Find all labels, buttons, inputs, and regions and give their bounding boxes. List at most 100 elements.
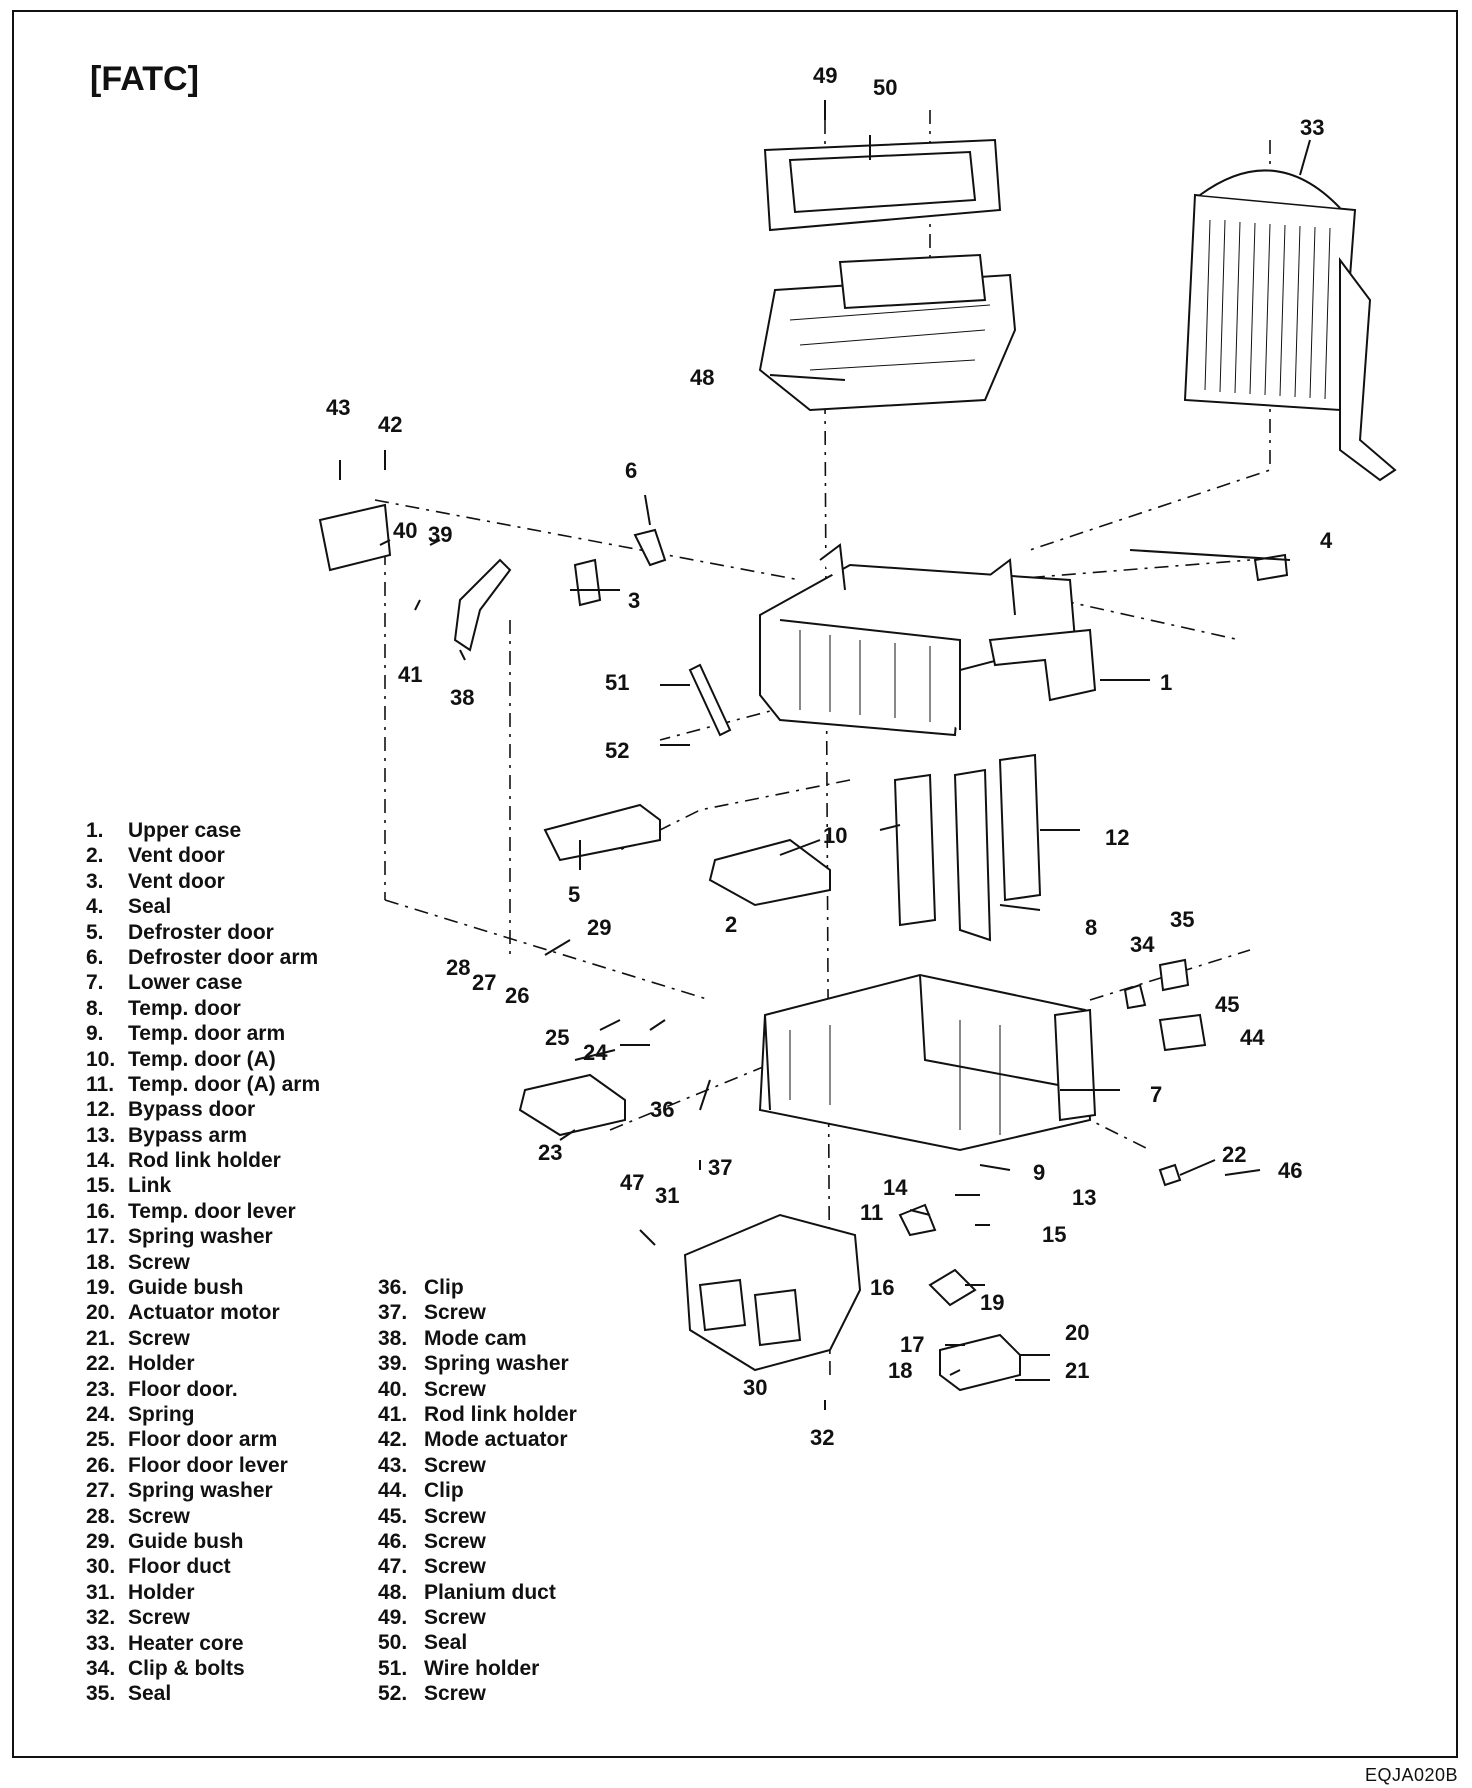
legend-item-number: 7. (86, 971, 104, 995)
legend-item: 51.Wire holder (378, 1656, 577, 1681)
callout-27: 27 (472, 970, 496, 995)
legend-item-number: 31. (86, 1580, 116, 1604)
diagram-title: [FATC] (90, 60, 199, 98)
callout-51: 51 (605, 670, 629, 695)
legend-item-number: 41. (378, 1402, 408, 1426)
callout-41: 41 (398, 662, 422, 687)
legend-item-label: Mode actuator (424, 1428, 568, 1452)
callout-8: 8 (1085, 915, 1097, 940)
callout-43: 43 (326, 395, 350, 420)
legend-item: 38.Mode cam (378, 1326, 577, 1351)
legend-item-number: 51. (378, 1656, 408, 1680)
legend-item: 31.Holder (86, 1580, 320, 1605)
mode-actuator-part (318, 503, 732, 737)
legend-item-number: 40. (378, 1377, 408, 1401)
legend-item: 27.Spring washer (86, 1478, 320, 1503)
legend-item: 48.Planium duct (378, 1580, 577, 1605)
legend-item-number: 24. (86, 1402, 116, 1426)
legend-item: 16. Temp. door lever (86, 1199, 320, 1224)
callout-47: 47 (620, 1170, 644, 1195)
callout-49: 49 (813, 63, 837, 88)
legend-item-label: Screw (128, 1606, 190, 1630)
callout-25: 25 (545, 1025, 569, 1050)
legend-item-number: 47. (378, 1555, 408, 1579)
callout-46: 46 (1278, 1158, 1302, 1183)
legend-item: 34.Clip & bolts (86, 1656, 320, 1681)
legend-item-label: Screw (128, 1250, 190, 1274)
legend-item-number: 32. (86, 1606, 116, 1630)
legend-item-label: Screw (424, 1555, 486, 1579)
legend-item-number: 33. (86, 1631, 116, 1655)
legend-item-label: Screw (424, 1529, 486, 1553)
legend-item-label: Defroster door arm (128, 945, 319, 969)
callout-26: 26 (505, 983, 529, 1008)
callout-40: 40 (393, 518, 417, 543)
legend-item: 37.Screw (378, 1300, 577, 1325)
legend-item: 3.Vent door (86, 869, 320, 894)
legend-item: 14.Rod link holder (86, 1148, 320, 1173)
callout-3: 3 (628, 588, 640, 613)
legend-item-label: Screw (424, 1453, 486, 1477)
legend-item: 42.Mode actuator (378, 1427, 577, 1452)
callout-52: 52 (605, 738, 629, 763)
callout-17: 17 (900, 1332, 924, 1357)
callout-37: 37 (708, 1155, 732, 1180)
legend-item-number: 25. (86, 1428, 116, 1452)
callout-44: 44 (1240, 1025, 1265, 1050)
legend-item-number: 17. (86, 1225, 116, 1249)
legend-item-label: Lower case (128, 971, 243, 995)
floor-door-part (518, 1073, 626, 1137)
legend-item: 8.Temp. door (86, 996, 320, 1021)
legend-item: 15.Link (86, 1173, 320, 1198)
legend-item-label: Temp. door lever (128, 1199, 296, 1223)
legend-item: 45.Screw (378, 1504, 577, 1529)
callout-31: 31 (655, 1183, 679, 1208)
legend-item: 1.Upper case (86, 818, 320, 843)
legend-item-label: Clip (424, 1276, 464, 1299)
legend-item: 20.Actuator motor (86, 1300, 320, 1325)
legend-item-label: Spring washer (128, 1479, 273, 1503)
legend-item: 32. Screw (86, 1605, 320, 1630)
legend-item-number: 11. (86, 1072, 115, 1096)
legend-item-label: Screw (128, 1326, 190, 1350)
callout-20: 20 (1065, 1320, 1089, 1345)
legend-item-number: 9. (86, 1022, 104, 1046)
legend-item-number: 16. (86, 1199, 116, 1223)
legend-item-number: 4. (86, 895, 104, 919)
callout-10: 10 (823, 823, 847, 848)
legend-item: 9.Temp. door arm (86, 1021, 320, 1046)
callout-42: 42 (378, 412, 402, 437)
legend-item-label: Upper case (128, 819, 242, 842)
legend-item-label: Seal (128, 895, 172, 919)
callout-11: 11 (860, 1200, 883, 1225)
legend-item-number: 29. (86, 1529, 116, 1553)
legend-item-number: 43. (378, 1453, 408, 1477)
callout-24: 24 (583, 1040, 608, 1065)
callout-numbers: 1 2 3 4 5 6 7 8 9 10 11 12 13 14 15 16 1… (326, 63, 1333, 1450)
seal-4-part (1253, 553, 1289, 582)
callout-1: 1 (1160, 670, 1172, 695)
legend-item-number: 49. (378, 1606, 408, 1630)
legend-item-number: 34. (86, 1656, 116, 1680)
lower-case-part (758, 973, 1097, 1152)
callout-18: 18 (888, 1358, 912, 1383)
legend-item-number: 18. (86, 1250, 116, 1274)
legend-item-label: Link (128, 1174, 172, 1198)
legend-item: 6.Defroster door arm (86, 945, 320, 970)
legend-item: 46.Screw (378, 1529, 577, 1554)
callout-29: 29 (587, 915, 611, 940)
legend-item-number: 28. (86, 1504, 116, 1528)
upper-case-part (759, 543, 1097, 737)
legend-item-number: 35. (86, 1682, 116, 1706)
callout-30: 30 (743, 1375, 767, 1400)
callout-19: 19 (980, 1290, 1004, 1315)
floor-duct-part (683, 1213, 862, 1372)
legend-item-label: Spring washer (128, 1225, 273, 1249)
legend-item-label: Seal (128, 1682, 172, 1706)
legend-item-number: 45. (378, 1504, 408, 1528)
legend-item-label: Floor duct (128, 1555, 231, 1579)
callout-48: 48 (690, 365, 714, 390)
callout-7: 7 (1150, 1082, 1162, 1107)
legend-item-label: Rod link holder (424, 1402, 577, 1426)
